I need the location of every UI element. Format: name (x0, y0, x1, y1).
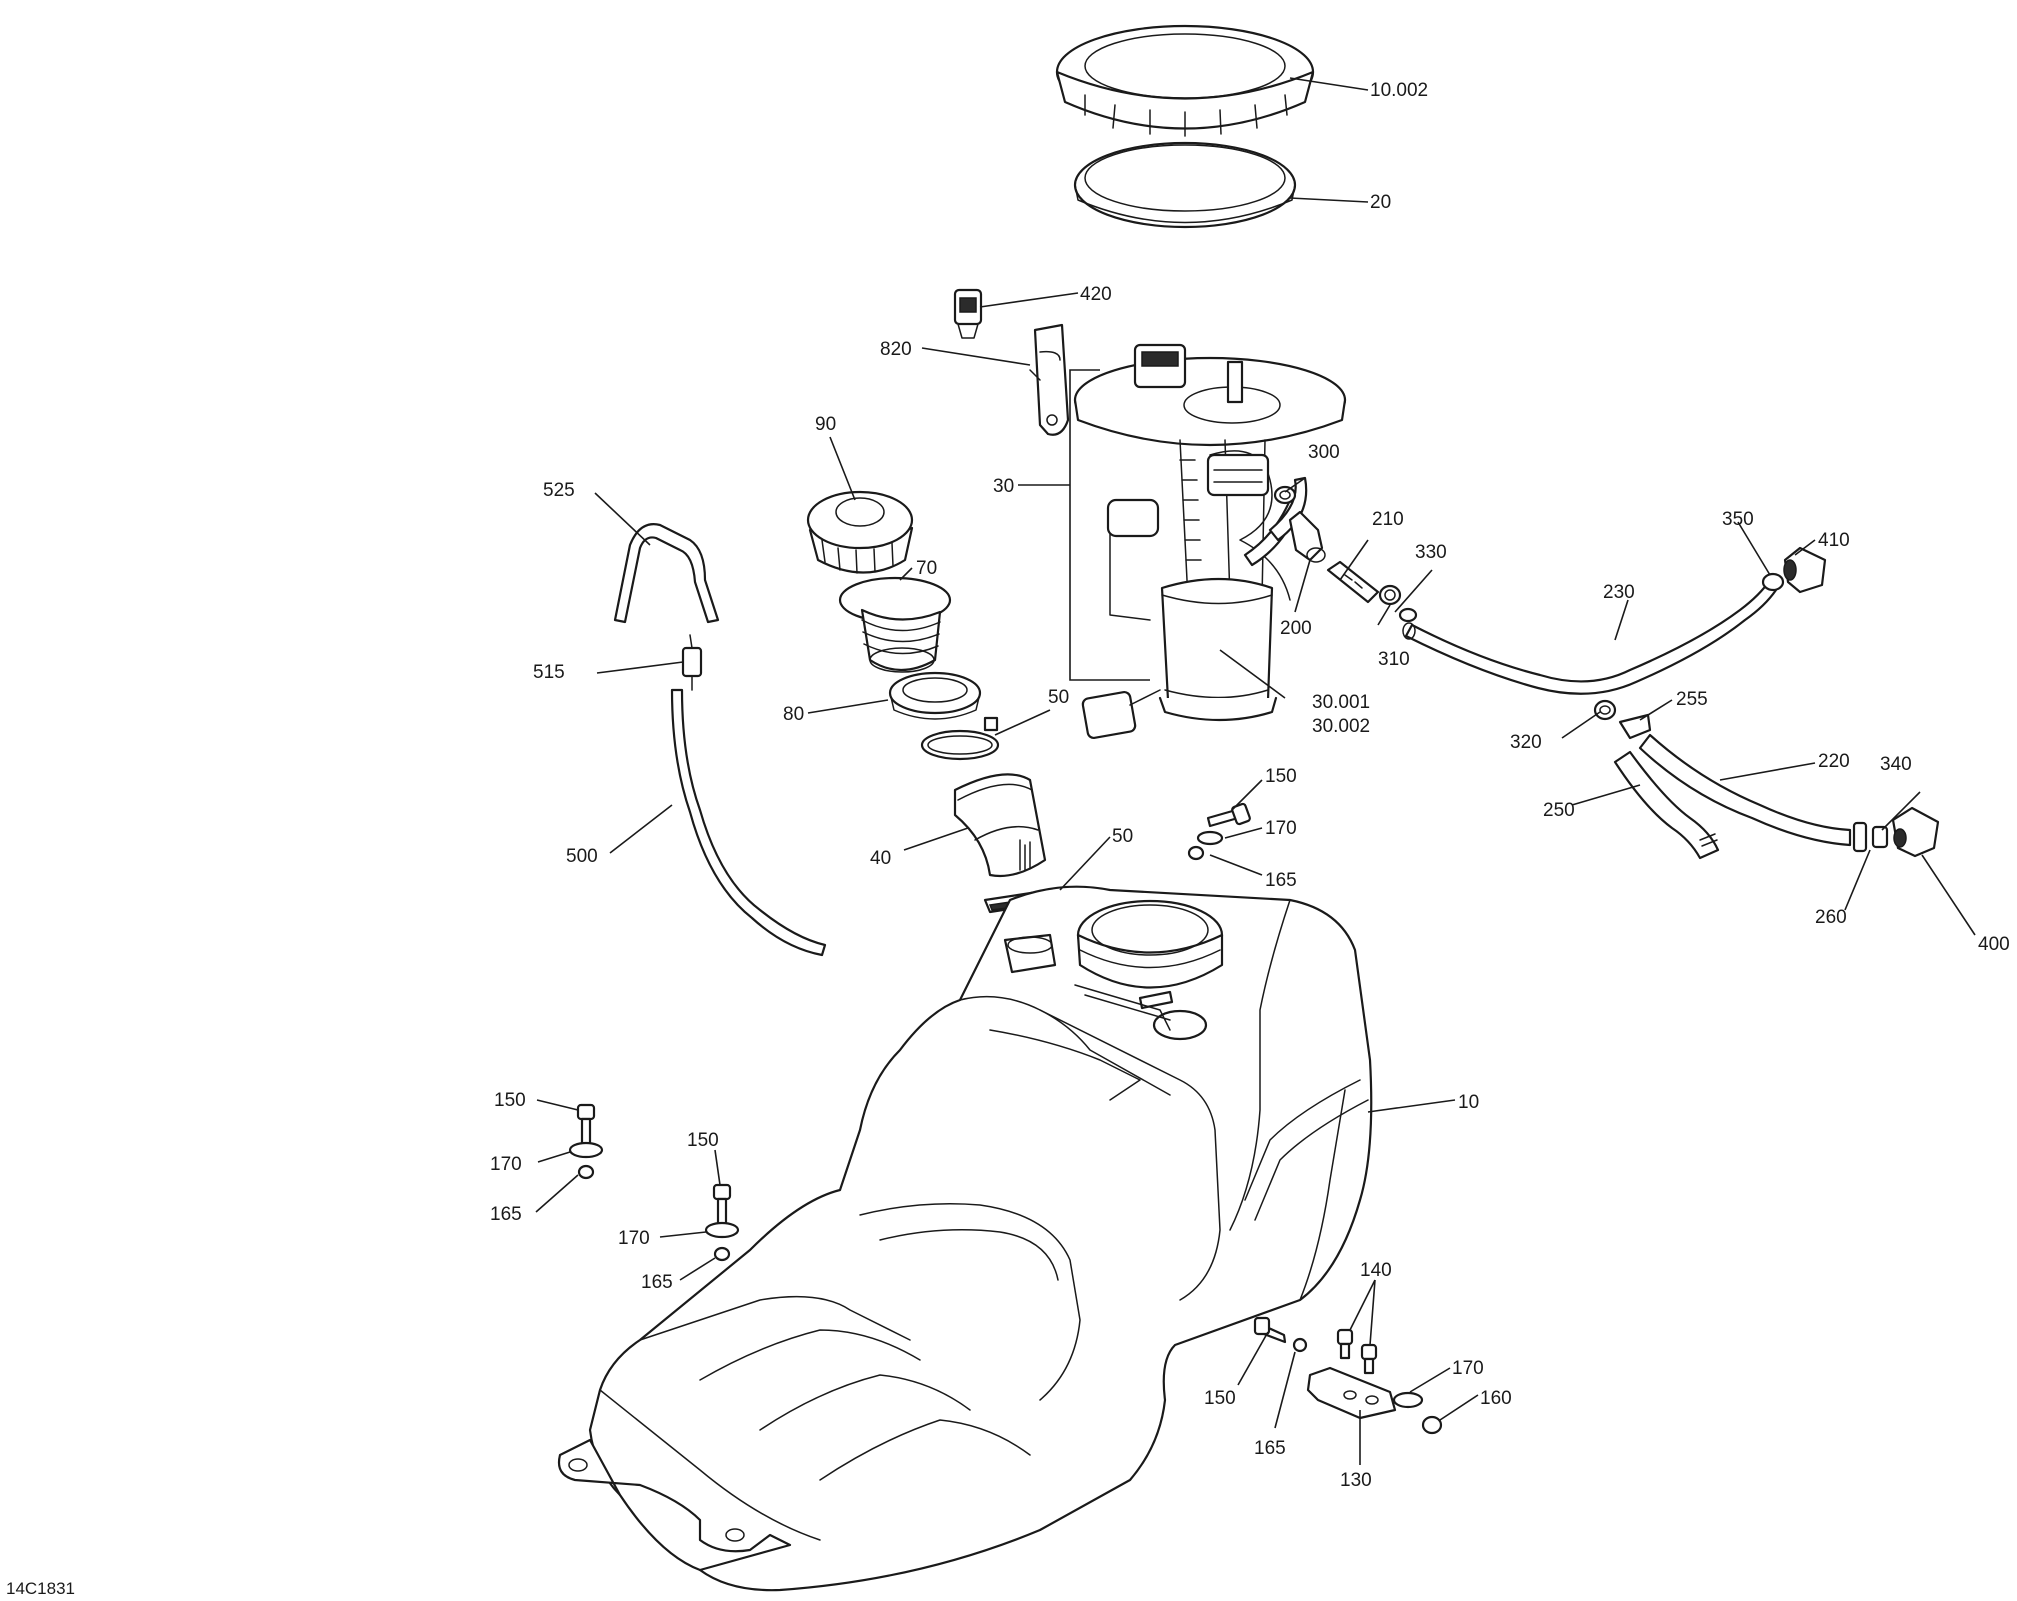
callout-210: 210 (1372, 509, 1404, 530)
callout-170-upper: 170 (1265, 818, 1297, 839)
callout-150-left: 150 (494, 1090, 526, 1111)
connector-400-part (1891, 806, 1940, 858)
elbow-200-part (1288, 510, 1326, 563)
clamp-50-upper-part (920, 716, 1000, 761)
locking-ring-part (1055, 24, 1315, 137)
fitting-340-part (1871, 825, 1889, 849)
callout-515: 515 (533, 662, 565, 683)
fitting-260-part (1852, 821, 1868, 853)
callout-400: 400 (1978, 934, 2010, 955)
bracket-130-assembly-part (1253, 1316, 1443, 1435)
filler-cap-part (806, 490, 914, 574)
callout-150-upper: 150 (1265, 766, 1297, 787)
callout-340: 340 (1880, 754, 1912, 775)
callout-525: 525 (543, 480, 575, 501)
callout-40: 40 (870, 848, 891, 869)
callout-50-upper: 50 (1048, 687, 1069, 708)
callout-10002: 10.002 (1370, 80, 1428, 101)
clamp-320-part (1593, 699, 1617, 721)
filler-neck-part (838, 576, 952, 673)
fitting-210-part (1326, 560, 1380, 604)
callout-90: 90 (815, 414, 836, 435)
clamp-310-part (1378, 584, 1402, 606)
callout-330: 330 (1415, 542, 1447, 563)
elbow-hose-40-part (953, 773, 1047, 878)
clamp-350-part (1761, 572, 1785, 592)
callout-150-middle: 150 (687, 1130, 719, 1151)
vent-hose-500-part (670, 688, 827, 957)
callout-220: 220 (1818, 751, 1850, 772)
callout-160: 160 (1480, 1388, 1512, 1409)
clamp-255-part (1618, 713, 1652, 740)
callout-500: 500 (566, 846, 598, 867)
seal-ring-part (1073, 141, 1297, 229)
callout-130: 130 (1340, 1470, 1372, 1491)
callout-420: 420 (1080, 284, 1112, 305)
callout-230: 230 (1603, 582, 1635, 603)
hose-230-part (1402, 578, 1778, 695)
callout-350: 350 (1722, 509, 1754, 530)
callout-310: 310 (1378, 649, 1410, 670)
callout-80: 80 (783, 704, 804, 725)
callout-300: 300 (1308, 442, 1340, 463)
callout-820: 820 (880, 339, 912, 360)
callout-170-middle: 170 (618, 1228, 650, 1249)
vent-hose-525-part (613, 523, 720, 624)
fastener-set-upper-part (1187, 802, 1251, 861)
callout-70: 70 (916, 558, 937, 579)
callout-200: 200 (1280, 618, 1312, 639)
callout-165-middle: 165 (641, 1272, 673, 1293)
fastener-set-middle-part (704, 1183, 740, 1262)
fuel-tank-part (557, 885, 1373, 1592)
callout-labels: 10.002 20 420 820 90 525 30 300 210 330 … (490, 80, 2010, 1491)
callout-165-left: 165 (490, 1204, 522, 1225)
fuel-pump-module-part (1073, 343, 1347, 740)
callout-20: 20 (1370, 192, 1391, 213)
connector-420-part (953, 288, 983, 339)
callout-30: 30 (993, 476, 1014, 497)
hose-220-part (1638, 733, 1852, 847)
connector-410-part (1783, 546, 1827, 594)
callout-250: 250 (1543, 800, 1575, 821)
callout-30002: 30.002 (1312, 716, 1370, 737)
clamp-300-part (1273, 485, 1297, 505)
callout-320: 320 (1510, 732, 1542, 753)
nut-ring-part (888, 671, 982, 720)
hose-250-part (1613, 750, 1720, 860)
callout-170-right: 170 (1452, 1358, 1484, 1379)
callout-10: 10 (1458, 1092, 1479, 1113)
callout-170-left: 170 (490, 1154, 522, 1175)
callout-50-lower: 50 (1112, 826, 1133, 847)
callout-260: 260 (1815, 907, 1847, 928)
reference-code: 14C1831 (6, 1579, 75, 1598)
callout-150-right: 150 (1204, 1388, 1236, 1409)
check-valve-515-part (681, 634, 703, 691)
fastener-set-left-part (568, 1103, 604, 1180)
callout-255: 255 (1676, 689, 1708, 710)
callout-140: 140 (1360, 1260, 1392, 1281)
callout-30001: 30.001 (1312, 692, 1370, 713)
callout-165-right: 165 (1254, 1438, 1286, 1459)
clamp-330-part (1398, 607, 1418, 623)
leader-lines (535, 77, 1976, 1465)
bracket-820-part (1029, 323, 1070, 436)
callout-165-upper: 165 (1265, 870, 1297, 891)
callout-410: 410 (1818, 530, 1850, 551)
